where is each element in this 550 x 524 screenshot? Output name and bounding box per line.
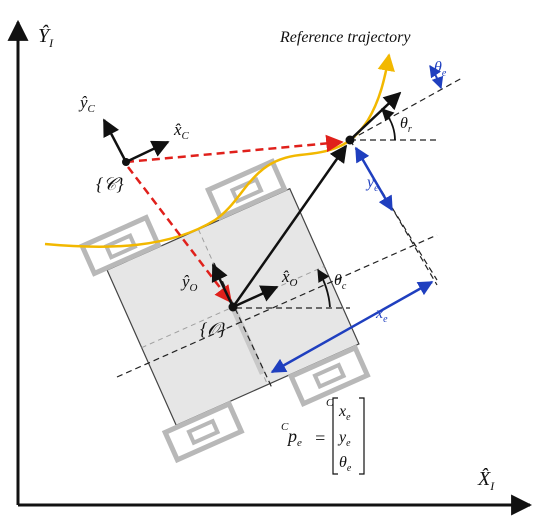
error-c-to-o <box>127 166 233 304</box>
robot-center-bar <box>230 305 266 375</box>
eq-vector-theta: θe <box>339 454 352 474</box>
y-axis-label: ŶI <box>38 24 54 50</box>
guide-ye <box>394 212 438 286</box>
wheel-rear-right <box>161 400 245 464</box>
theta-r-arc <box>381 108 396 141</box>
vector-o-to-target <box>231 144 348 308</box>
guide-yo-axis <box>213 262 273 389</box>
target-point <box>345 135 355 145</box>
theta-r-label: θr <box>400 115 412 135</box>
frame-c <box>102 118 170 164</box>
frame-c-origin <box>122 158 130 166</box>
eq-lhs: pe <box>286 426 302 449</box>
trajectory-label: Reference trajectory <box>279 29 411 46</box>
frame-o-x-label: x̂O <box>281 267 298 289</box>
theta-e-arc <box>429 65 444 90</box>
frame-o-y-axis <box>211 263 235 308</box>
xe-label: xe <box>375 305 388 325</box>
wheel-front-left <box>204 158 288 221</box>
eq-left-bracket <box>332 397 338 475</box>
error-equation: C pe = C xe ye θe <box>281 397 365 475</box>
frame-c-y-label: ŷC <box>78 93 96 115</box>
frame-c-label: {𝒞} <box>96 174 124 194</box>
eq-right-bracket <box>359 397 365 475</box>
dimension-ye <box>354 146 394 212</box>
theta-c-label: θc <box>334 272 347 292</box>
error-vectors <box>125 134 344 304</box>
frame-o-x-axis <box>232 285 279 309</box>
target-frame <box>349 91 402 141</box>
frame-o-label: {𝒪} <box>200 319 227 339</box>
theta-e-label: θe <box>434 59 447 79</box>
frame-c-y-axis <box>102 118 128 163</box>
eq-lhs-superscript: C <box>281 421 289 433</box>
reference-trajectory <box>44 53 395 249</box>
error-c-to-target <box>125 134 344 164</box>
frame-c-x-axis <box>125 140 170 164</box>
dimension-xe <box>270 280 434 374</box>
ye-label: ye <box>365 174 379 194</box>
target-heading-arrow <box>349 91 402 141</box>
frame-o <box>211 144 348 309</box>
eq-vector-superscript: C <box>326 397 334 409</box>
eq-vector-x: xe <box>338 403 351 423</box>
eq-equals: = <box>314 428 326 448</box>
frame-o-origin <box>228 302 238 312</box>
guide-xe-end <box>349 139 438 281</box>
guide-theta-e-ref <box>349 77 463 141</box>
inertial-frame <box>7 19 533 516</box>
frame-o-y-label: ŷO <box>180 272 198 294</box>
frame-c-x-label: x̂C <box>173 120 190 142</box>
wheel-rear-left <box>78 214 162 277</box>
eq-vector-y: ye <box>337 429 351 449</box>
x-axis-label: X̂I <box>477 467 495 493</box>
robot <box>78 158 371 464</box>
